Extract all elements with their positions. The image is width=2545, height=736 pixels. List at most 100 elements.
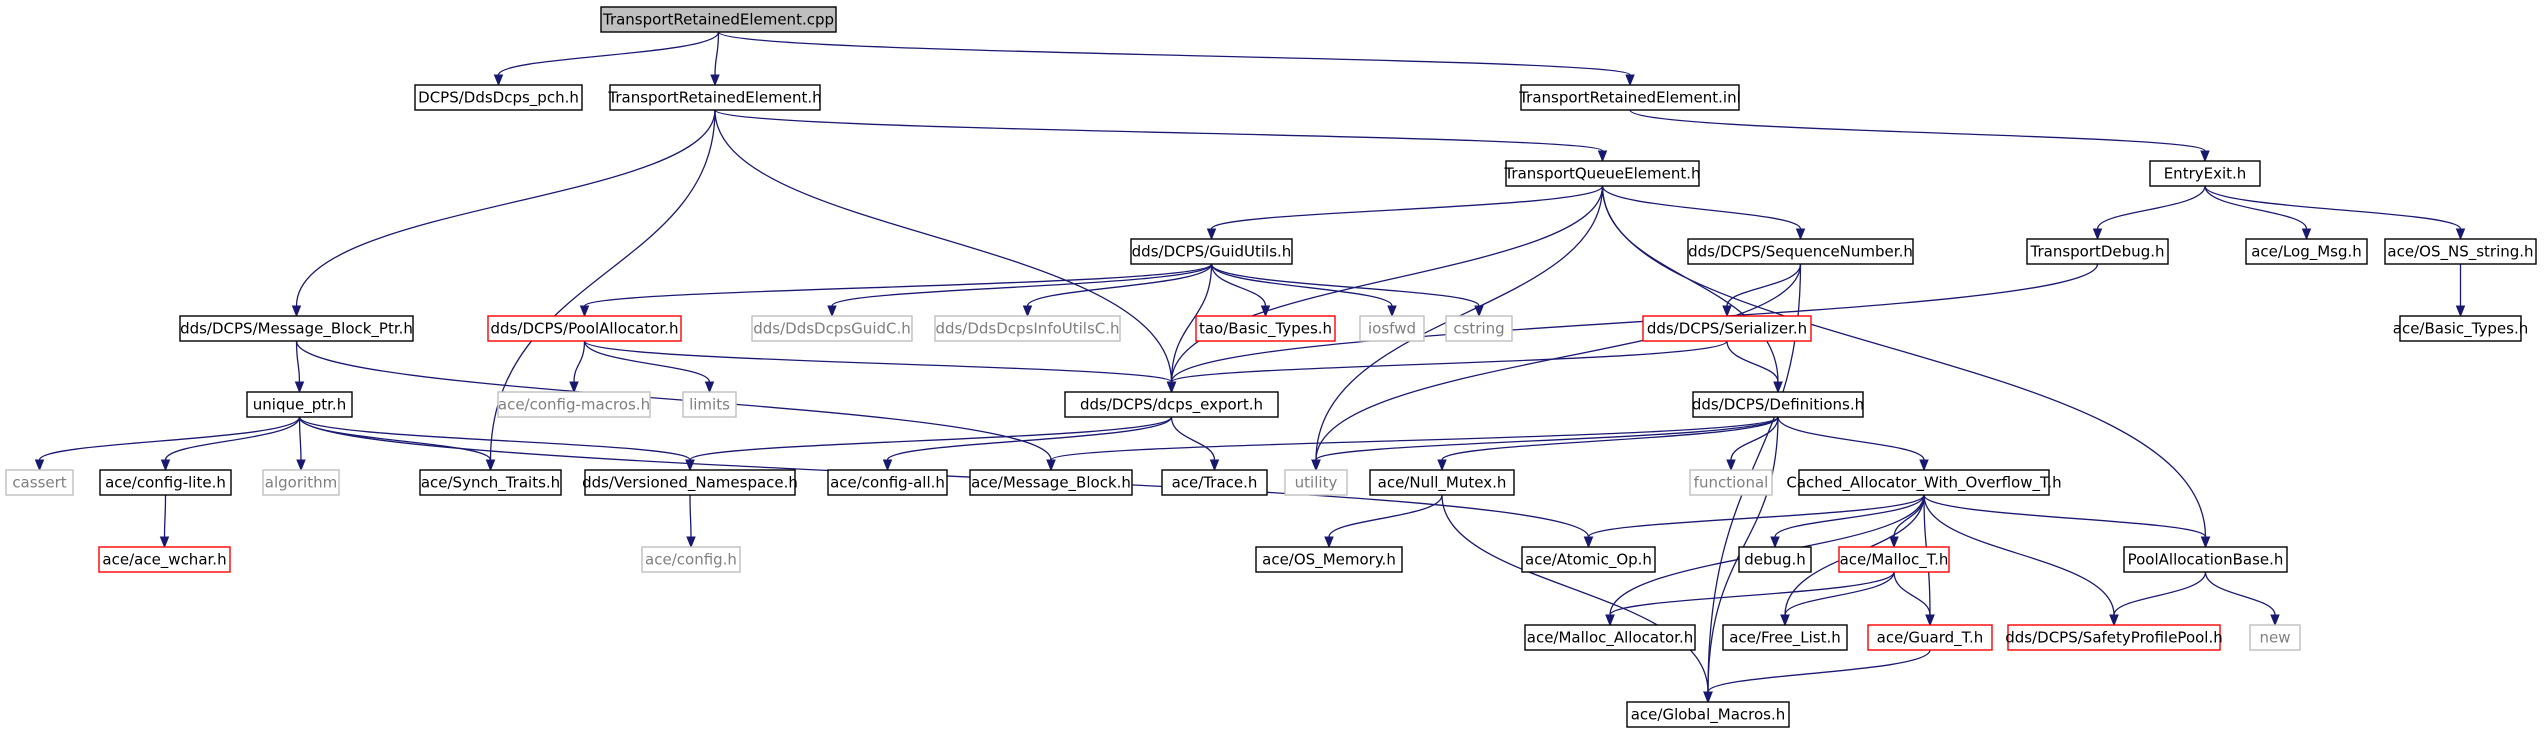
- node-algo[interactable]: algorithm: [262, 469, 340, 496]
- edge-vns-cfgh: [686, 494, 696, 549]
- node-tqe[interactable]: TransportQueueElement.h: [1503, 160, 1701, 187]
- node-limits[interactable]: limits: [682, 391, 737, 418]
- node-guard[interactable]: ace/Guard_T.h: [1867, 624, 1993, 651]
- node-cfglite[interactable]: ace/config-lite.h: [99, 469, 232, 496]
- node-inl[interactable]: TransportRetainedElement.inl: [1518, 84, 1741, 111]
- node-infoutil[interactable]: dds/DdsDcpsInfoUtilsC.h: [934, 315, 1121, 342]
- node-func[interactable]: functional: [1689, 469, 1773, 496]
- edge-pool-cfgmac: [569, 340, 586, 394]
- node-box: [1130, 238, 1293, 265]
- node-label: ace/config-macros.h: [498, 396, 650, 414]
- node-box: [1255, 546, 1403, 573]
- node-trace[interactable]: ace/Trace.h: [1161, 469, 1268, 496]
- edge-uptr-cassert: [34, 416, 301, 472]
- node-atomic[interactable]: ace/Atomic_Op.h: [1521, 546, 1656, 573]
- node-cawo[interactable]: Cached_Allocator_With_Overflow_T.h: [1786, 469, 2062, 496]
- node-box: [246, 391, 353, 418]
- node-box: [2245, 238, 2368, 265]
- node-label: limits: [689, 396, 730, 414]
- node-box: [1838, 546, 1950, 573]
- node-label: utility: [1295, 474, 1338, 492]
- node-root[interactable]: TransportRetainedElement.cpp: [600, 6, 837, 33]
- node-vns[interactable]: dds/Versioned_Namespace.h: [582, 469, 798, 496]
- node-cassert[interactable]: cassert: [5, 469, 74, 496]
- node-acebt[interactable]: ace/Basic_Types.h: [2393, 315, 2528, 342]
- edge-serial-export: [1166, 340, 1728, 394]
- node-label: ace/Atomic_Op.h: [1525, 551, 1652, 570]
- node-box: [1195, 315, 1336, 342]
- node-osmem[interactable]: ace/OS_Memory.h: [1255, 546, 1403, 573]
- node-label: tao/Basic_Types.h: [1199, 320, 1332, 339]
- node-box: [1359, 315, 1425, 342]
- node-label: dds/DCPS/SequenceNumber.h: [1688, 243, 1913, 261]
- node-nullmx[interactable]: ace/Null_Mutex.h: [1369, 469, 1515, 496]
- node-pool[interactable]: dds/DCPS/PoolAllocator.h: [487, 315, 682, 342]
- node-taobt[interactable]: tao/Basic_Types.h: [1195, 315, 1336, 342]
- node-label: TransportRetainedElement.h: [607, 89, 821, 107]
- node-serial[interactable]: dds/DCPS/Serializer.h: [1642, 315, 1812, 342]
- node-label: dds/DCPS/Serializer.h: [1647, 320, 1807, 338]
- node-box: [2123, 546, 2288, 573]
- node-globmac[interactable]: ace/Global_Macros.h: [1626, 701, 1790, 728]
- node-box: [179, 315, 414, 342]
- edge-guid-guidc: [827, 263, 1213, 318]
- node-msgblk[interactable]: ace/Message_Block.h: [969, 469, 1133, 496]
- node-debug[interactable]: debug.h: [1738, 546, 1812, 573]
- node-label: algorithm: [265, 474, 337, 492]
- node-box: [2007, 624, 2221, 651]
- node-label: TransportRetainedElement.inl: [1518, 89, 1741, 107]
- node-defs[interactable]: dds/DCPS/Definitions.h: [1692, 391, 1864, 418]
- edge-osns-acebt: [2455, 263, 2466, 318]
- edge-guid-cstring: [1210, 263, 1484, 318]
- node-cstring[interactable]: cstring: [1445, 315, 1513, 342]
- node-box: [584, 469, 796, 496]
- node-cfgmac[interactable]: ace/config-macros.h: [497, 391, 651, 418]
- node-osns[interactable]: ace/OS_NS_string.h: [2384, 238, 2537, 265]
- node-uptr[interactable]: unique_ptr.h: [246, 391, 353, 418]
- node-box: [497, 391, 651, 418]
- node-label: ace/Log_Msg.h: [2251, 243, 2362, 262]
- edge-defs-func: [1726, 416, 1779, 472]
- node-label: ace/Trace.h: [1172, 474, 1258, 492]
- node-label: ace/Basic_Types.h: [2393, 320, 2528, 339]
- node-pab[interactable]: PoolAllocationBase.h: [2123, 546, 2288, 573]
- edge-uptr-cfglite: [160, 416, 301, 472]
- node-tdebug[interactable]: TransportDebug.h: [2026, 238, 2169, 265]
- node-entry[interactable]: EntryExit.h: [2149, 160, 2261, 187]
- node-safety[interactable]: dds/DCPS/SafetyProfilePool.h: [2005, 624, 2223, 651]
- node-box: [487, 315, 682, 342]
- node-newh[interactable]: new: [2249, 624, 2301, 651]
- node-label: functional: [1694, 474, 1769, 492]
- node-mbp[interactable]: dds/DCPS/Message_Block_Ptr.h: [179, 315, 414, 342]
- node-label: dds/DCPS/PoolAllocator.h: [491, 320, 679, 338]
- node-label: ace/config-lite.h: [105, 474, 226, 492]
- node-mallocalloc[interactable]: ace/Malloc_Allocator.h: [1524, 624, 1696, 651]
- node-freelist[interactable]: ace/Free_List.h: [1722, 624, 1848, 651]
- node-label: ace/OS_NS_string.h: [2387, 243, 2533, 262]
- node-box: [1445, 315, 1513, 342]
- edge-pab-safety: [2109, 571, 2207, 627]
- node-export[interactable]: dds/DCPS/dcps_export.h: [1064, 391, 1279, 418]
- edge-seqnum-serial: [1722, 263, 1802, 318]
- node-guid[interactable]: dds/DCPS/GuidUtils.h: [1130, 238, 1293, 265]
- node-wchar[interactable]: ace/ace_wchar.h: [98, 546, 231, 573]
- node-malloct[interactable]: ace/Malloc_T.h: [1838, 546, 1950, 573]
- node-box: [827, 469, 948, 496]
- node-logmsg[interactable]: ace/Log_Msg.h: [2245, 238, 2368, 265]
- edge-guid-iosfwd: [1210, 263, 1397, 318]
- node-box: [1687, 238, 1914, 265]
- node-box: [1689, 469, 1773, 496]
- node-synch[interactable]: ace/Synch_Traits.h: [419, 469, 562, 496]
- node-treh[interactable]: TransportRetainedElement.h: [607, 84, 822, 111]
- edge-pool-export: [583, 340, 1177, 394]
- node-pch[interactable]: DCPS/DdsDcps_pch.h: [414, 84, 583, 111]
- node-label: dds/Versioned_Namespace.h: [582, 474, 798, 493]
- node-iosfwd[interactable]: iosfwd: [1359, 315, 1425, 342]
- node-cfgall[interactable]: ace/config-all.h: [827, 469, 948, 496]
- node-utility[interactable]: utility: [1284, 469, 1348, 496]
- node-seqnum[interactable]: dds/DCPS/SequenceNumber.h: [1687, 238, 1914, 265]
- node-label: EntryExit.h: [2164, 165, 2247, 183]
- node-cfgh[interactable]: ace/config.h: [641, 546, 741, 573]
- node-guidc[interactable]: dds/DdsDcpsGuidC.h: [751, 315, 913, 342]
